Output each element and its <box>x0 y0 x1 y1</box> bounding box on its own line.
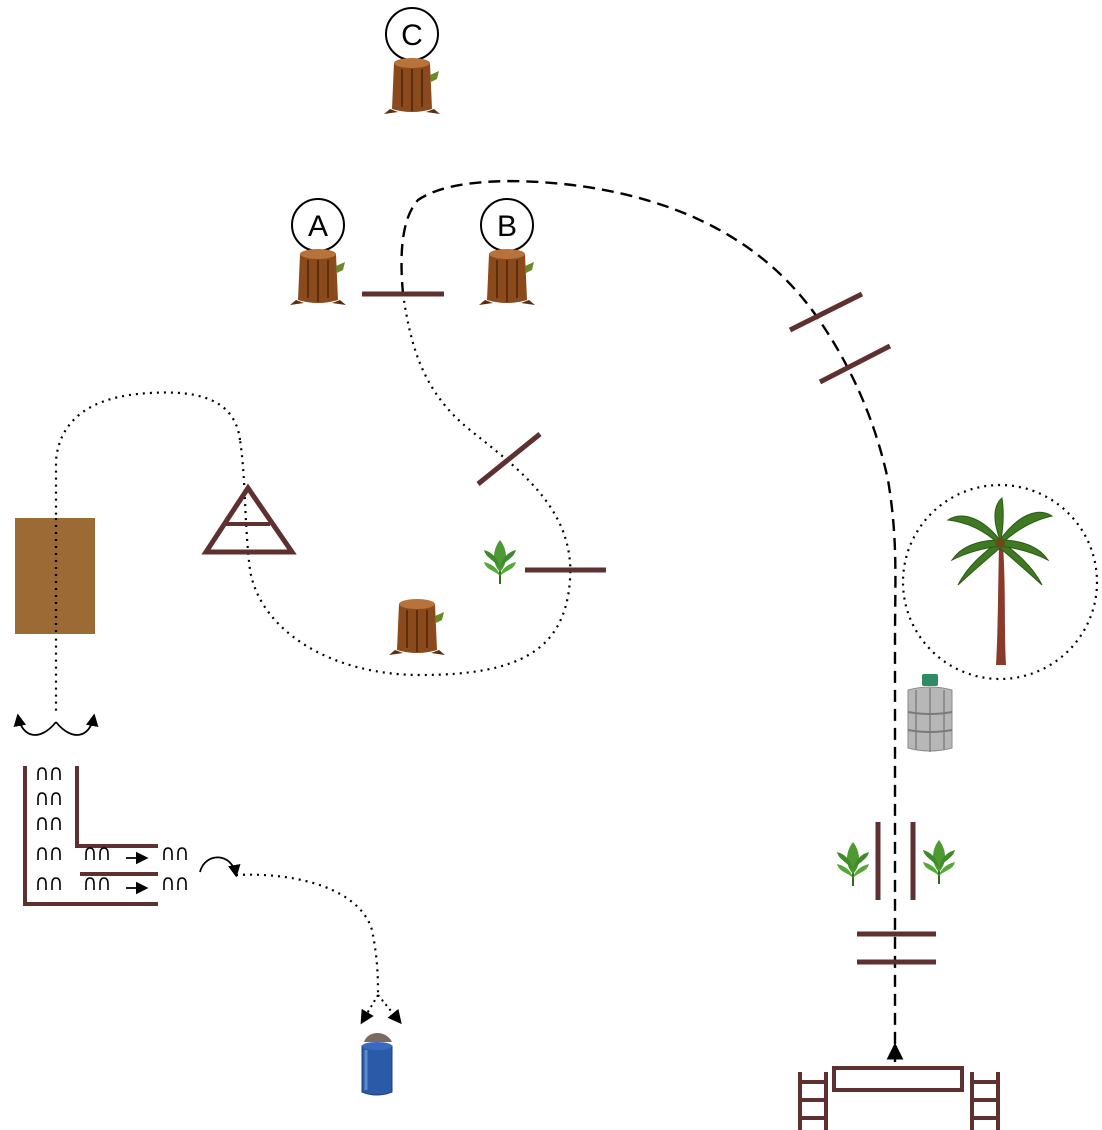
plant-sprout-icon <box>483 539 517 585</box>
dashed-path <box>400 179 897 1050</box>
dotted-arc <box>54 391 242 712</box>
marker-b: B <box>478 198 536 306</box>
marker-a: A <box>289 198 347 306</box>
split-arrow-right <box>55 713 99 736</box>
triangle-marker-icon <box>201 483 297 555</box>
dotted-path-to-drum <box>235 873 380 996</box>
tree-stump-icon <box>289 248 347 306</box>
dotted-circle <box>901 483 1099 681</box>
dotted-loop <box>238 293 572 677</box>
curved-arrow <box>199 856 241 878</box>
drum-arrow-left <box>360 994 379 1025</box>
barrel-icon <box>361 1033 393 1096</box>
barrier-diagonal <box>476 432 542 486</box>
barrel-icon <box>907 674 953 752</box>
label-a: A <box>308 210 328 243</box>
tunnel-structure <box>23 766 186 906</box>
palm-tree-icon <box>946 497 1054 665</box>
plant-sprout-icon <box>836 841 870 887</box>
ladder-icon <box>798 1066 1000 1130</box>
drum-arrow-right <box>377 994 402 1025</box>
barrier-group <box>362 291 936 965</box>
tree-stump-icon <box>388 598 446 656</box>
tree-stump-icon <box>383 57 441 115</box>
tree-stump-icon <box>478 248 536 306</box>
split-arrow-left <box>13 713 57 736</box>
barrier-dashed-2 <box>818 343 892 385</box>
label-c: C <box>401 19 423 52</box>
marker-c: C <box>383 7 441 115</box>
label-b: B <box>497 210 517 243</box>
barrier-dashed-1 <box>788 291 864 333</box>
plant-sprout-icon <box>922 839 956 885</box>
